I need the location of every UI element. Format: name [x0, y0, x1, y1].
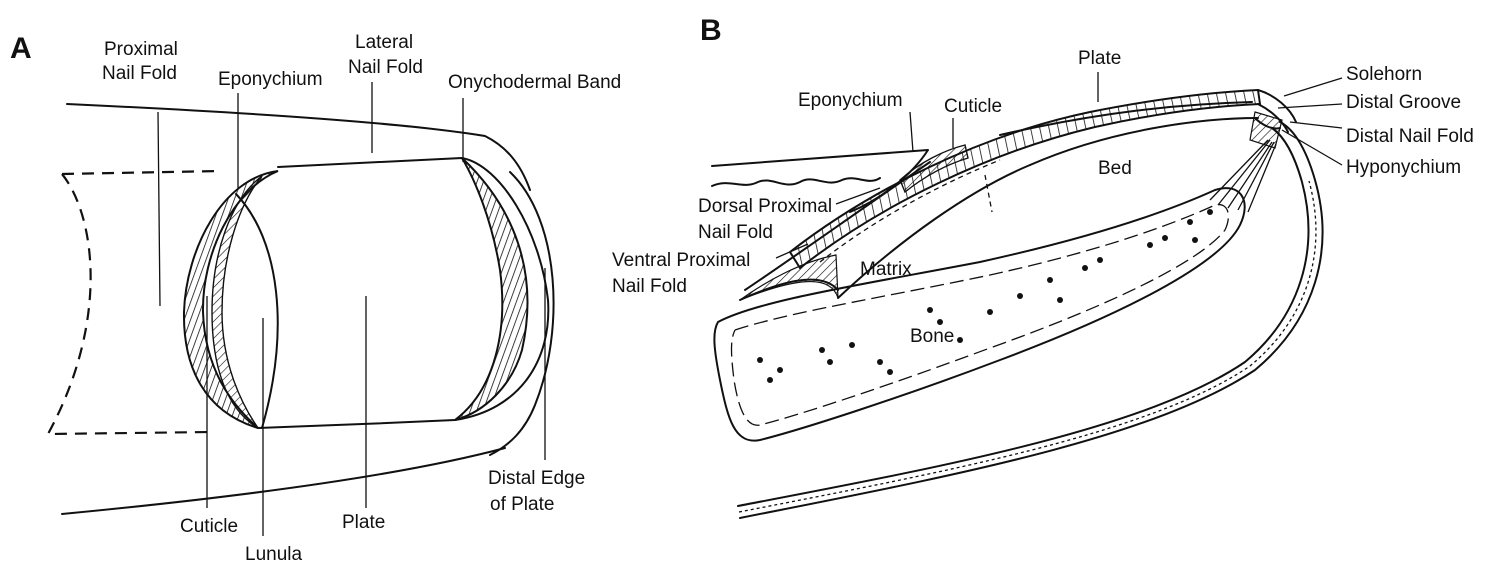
label-ventral-proximal-nail-fold: Ventral Proximal Nail Fold — [612, 250, 756, 297]
label-bone: Bone — [910, 326, 954, 347]
label-eponychium-a: Eponychium — [218, 69, 323, 90]
lunula-dashed-b — [985, 175, 992, 212]
label-bed: Bed — [1098, 158, 1132, 179]
onychodermal-band — [455, 158, 527, 420]
panel-a: A Proximal Nail Fold Eponychium — [10, 32, 621, 565]
dorsal-skin-wavy — [712, 178, 880, 186]
leader-hyponychium — [1282, 130, 1342, 165]
label-cuticle-a: Cuticle — [180, 516, 238, 537]
leader-distal-groove — [1278, 104, 1342, 108]
panel-b: B — [612, 14, 1474, 518]
panel-a-letter: A — [10, 32, 32, 65]
label-solehorn: Solehorn — [1346, 64, 1422, 85]
leader-eponychium-b — [910, 112, 913, 152]
label-proximal-nail-fold: Proximal Nail Fold — [102, 39, 183, 84]
finger-top-edge — [67, 104, 530, 190]
panel-b-letter: B — [700, 14, 722, 47]
bone-inner-texture — [732, 205, 1229, 426]
label-hyponychium: Hyponychium — [1346, 157, 1461, 178]
lunula-arc — [236, 194, 278, 428]
leader-solehorn — [1284, 78, 1342, 96]
label-distal-groove: Distal Groove — [1346, 92, 1461, 113]
label-lunula: Lunula — [245, 544, 302, 565]
label-matrix: Matrix — [860, 259, 912, 280]
label-plate-b: Plate — [1078, 48, 1121, 69]
label-distal-edge-of-plate: Distal Edge of Plate — [488, 468, 590, 515]
label-onychodermal-band: Onychodermal Band — [448, 72, 621, 93]
label-cuticle-b: Cuticle — [944, 96, 1002, 117]
label-plate-a: Plate — [342, 512, 385, 533]
label-lateral-nail-fold: Lateral Nail Fold — [348, 32, 423, 78]
finger-bottom-edge — [62, 448, 505, 514]
finger-skin-inner — [738, 128, 1308, 506]
label-distal-nail-fold: Distal Nail Fold — [1346, 126, 1474, 147]
ligament-fan — [1210, 140, 1276, 212]
label-eponychium-b: Eponychium — [798, 90, 903, 111]
leader-proximal-nail-fold — [158, 112, 160, 306]
leader-distal-nail-fold — [1290, 122, 1342, 128]
